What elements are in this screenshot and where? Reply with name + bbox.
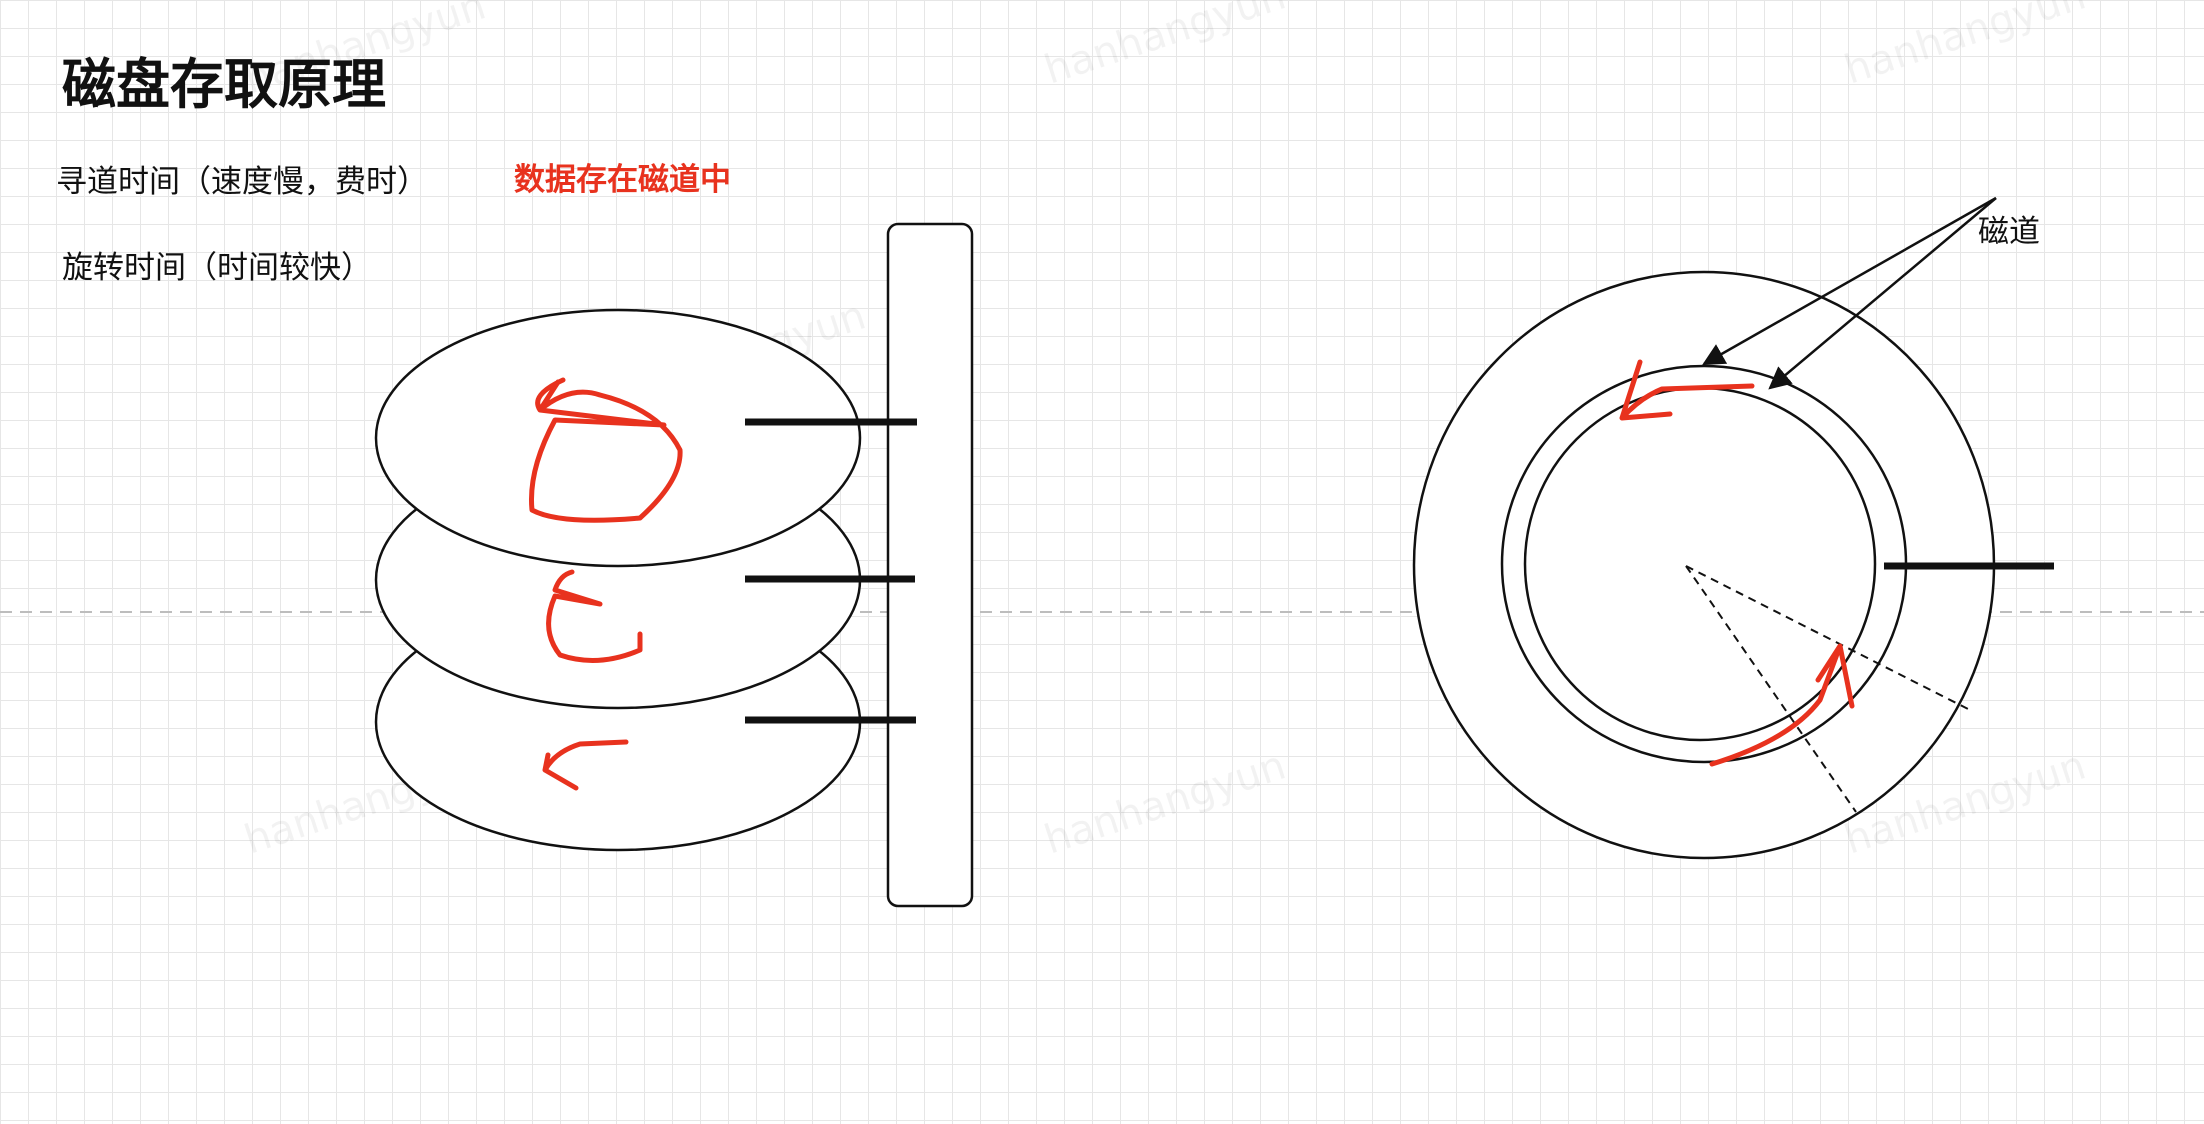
actuator-bar [886, 222, 974, 908]
sector-boundary-1 [1685, 565, 1971, 711]
track-arrow-2 [1768, 197, 1997, 390]
seek-time-note: 寻道时间（速度慢，费时） [56, 164, 428, 200]
data-location-note: 数据存在磁道中 [514, 162, 731, 198]
track-arrow-1 [1702, 196, 1997, 366]
track-rotation-annotation [1619, 359, 1755, 421]
rotation-annotation-top [529, 377, 683, 523]
rotation-annotation-middle [546, 569, 643, 663]
sector-boundary-2 [1685, 565, 1857, 813]
rotation-time-note: 旋转时间（时间较快） [62, 250, 372, 286]
sector-rotation-annotation [1709, 643, 1855, 767]
platter-top [374, 308, 862, 568]
page-title: 磁盘存取原理 [62, 53, 386, 116]
track-label: 磁道 [1978, 214, 2040, 250]
rotation-annotation-bottom [542, 739, 629, 791]
